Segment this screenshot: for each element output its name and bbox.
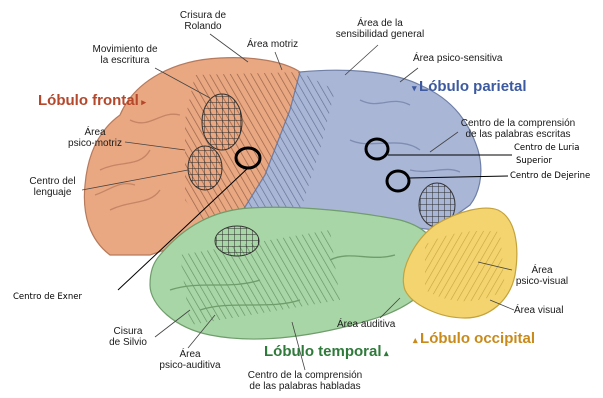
exner-annotation: Centro de Exner — [13, 292, 82, 302]
occipital-lobe-title: ▴ Lóbulo occipital — [413, 330, 536, 347]
dejerine-annotation: Centro de Dejerine — [510, 171, 591, 181]
temporal-lobe-title: Lóbulo temporal ▴ — [264, 343, 389, 360]
pointer-lines — [81, 33, 515, 371]
dejerine-circle — [385, 169, 411, 193]
frontal-lobe-title: Lóbulo frontal ▸ — [38, 92, 146, 109]
parietal-lobe-title: ▾ Lóbulo parietal — [412, 78, 527, 95]
annotation-marks — [117, 137, 512, 291]
luria-annotation: Centro de Luria Superior — [514, 143, 580, 166]
area-motriz-label: Área motriz — [247, 39, 299, 50]
area-psico-sensitiva-label: Área psico-sensitiva — [413, 53, 503, 64]
area-visual-label: Área visual — [514, 305, 564, 316]
area-auditiva-label: Área auditiva — [337, 319, 396, 330]
luria-circle — [364, 137, 390, 161]
